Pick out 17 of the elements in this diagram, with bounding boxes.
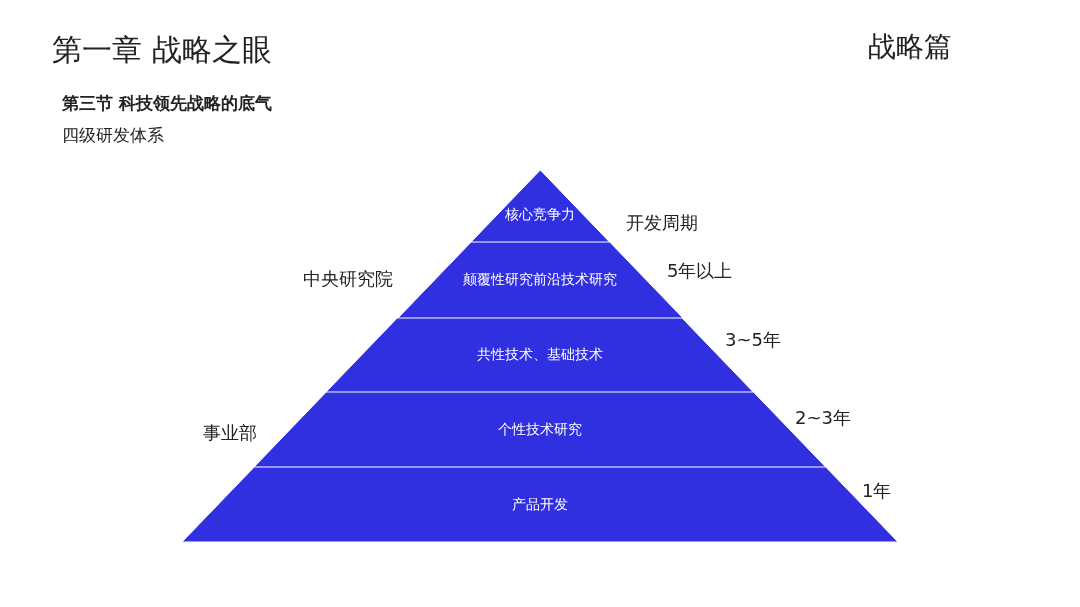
group-label: 中央研究院 (303, 267, 393, 291)
period-label: 5年以上 (667, 259, 733, 283)
column-heading: 开发周期 (626, 211, 698, 235)
subtitle: 第三节 科技领先战略的底气 (62, 92, 272, 115)
tier-label: 共性技术、基础技术 (476, 346, 604, 364)
period-label: 2~3年 (795, 406, 851, 430)
page-title: 第一章 战略之眼 (52, 31, 272, 69)
tier-label: 产品开发 (511, 495, 569, 514)
tier-label: 个性技术研究 (497, 420, 583, 439)
subtitle: 四级研发体系 (62, 124, 164, 147)
period-label: 1年 (862, 479, 892, 503)
pyramid-tier (182, 467, 898, 542)
tier-label: 颠覆性研究前沿技术研究 (462, 271, 618, 289)
section-heading: 战略篇 (868, 29, 952, 65)
period-label: 3~5年 (725, 328, 781, 352)
group-label: 事业部 (203, 421, 257, 445)
tier-label: 核心竞争力 (504, 205, 576, 224)
